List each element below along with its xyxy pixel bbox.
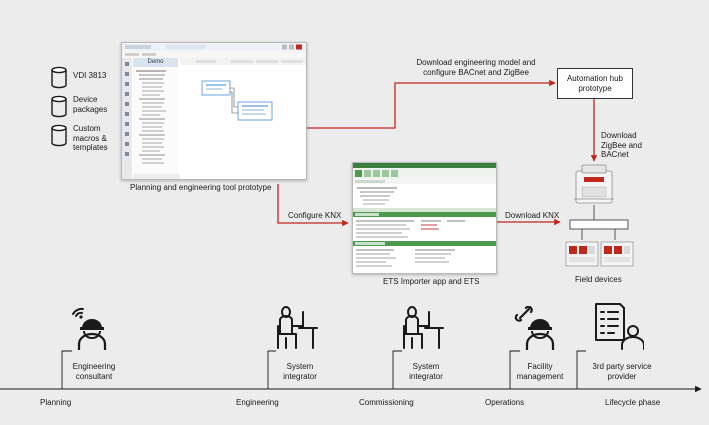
planning-tool-screenshot [122,43,306,179]
phase-label-lifecycle: Lifecycle phase [605,398,661,407]
field-bus [569,205,629,240]
flow-label-download-zigbee: Download ZigBee and BACnet [601,131,642,159]
ets-caption: ETS Importer app and ETS [383,277,480,286]
database-icon [51,124,67,147]
flow-arrow-configure-knx [277,184,349,227]
role-label-facility-management: Facility management [516,362,564,381]
engineer-wrench-icon [514,306,555,350]
person-at-desk-icon [277,306,318,349]
ets-window [352,162,497,274]
flow-label-download-knx: Download KNX [505,211,560,220]
planning-tool-caption: Planning and engineering tool prototype [130,183,272,192]
planning-tool-window: Demo [121,42,307,180]
flow-label-download-model: Download engineering model and configure… [416,58,536,77]
database-icon [51,95,67,118]
field-device-icon [600,241,634,267]
automation-hub-box: Automation hub prototype [557,68,633,99]
engineer-wifi-icon [72,307,107,350]
role-label-engineering-consultant: Engineering consultant [72,362,116,381]
flow-label-configure-knx: Configure KNX [288,211,342,220]
phase-label-commissioning: Commissioning [359,398,414,407]
ets-screenshot [353,163,496,273]
field-devices-caption: Field devices [575,275,622,284]
role-connectors [61,350,586,389]
role-label-third-party-service-provider: 3rd party service provider [592,362,652,381]
controller-device-icon [574,164,614,204]
role-label-system-integrator: System integrator [283,362,317,381]
source-label-vdi: VDI 3813 [73,71,107,80]
phase-label-planning: Planning [40,398,72,407]
flow-arrow-to-hub [306,79,556,129]
role-label-system-integrator: System integrator [409,362,443,381]
source-label-device-packages: Device packages [73,95,108,114]
source-label-custom-macros: Custom macros & templates [73,124,108,152]
person-at-desk-icon [403,306,444,349]
phase-label-engineering: Engineering [236,398,279,407]
planning-tool-panel-title: Demo [147,59,164,65]
database-icon [51,66,67,89]
field-device-icon [565,241,599,267]
phase-label-operations: Operations [485,398,525,407]
checklist-person-icon [595,303,644,350]
automation-hub-label: Automation hub prototype [566,74,624,93]
